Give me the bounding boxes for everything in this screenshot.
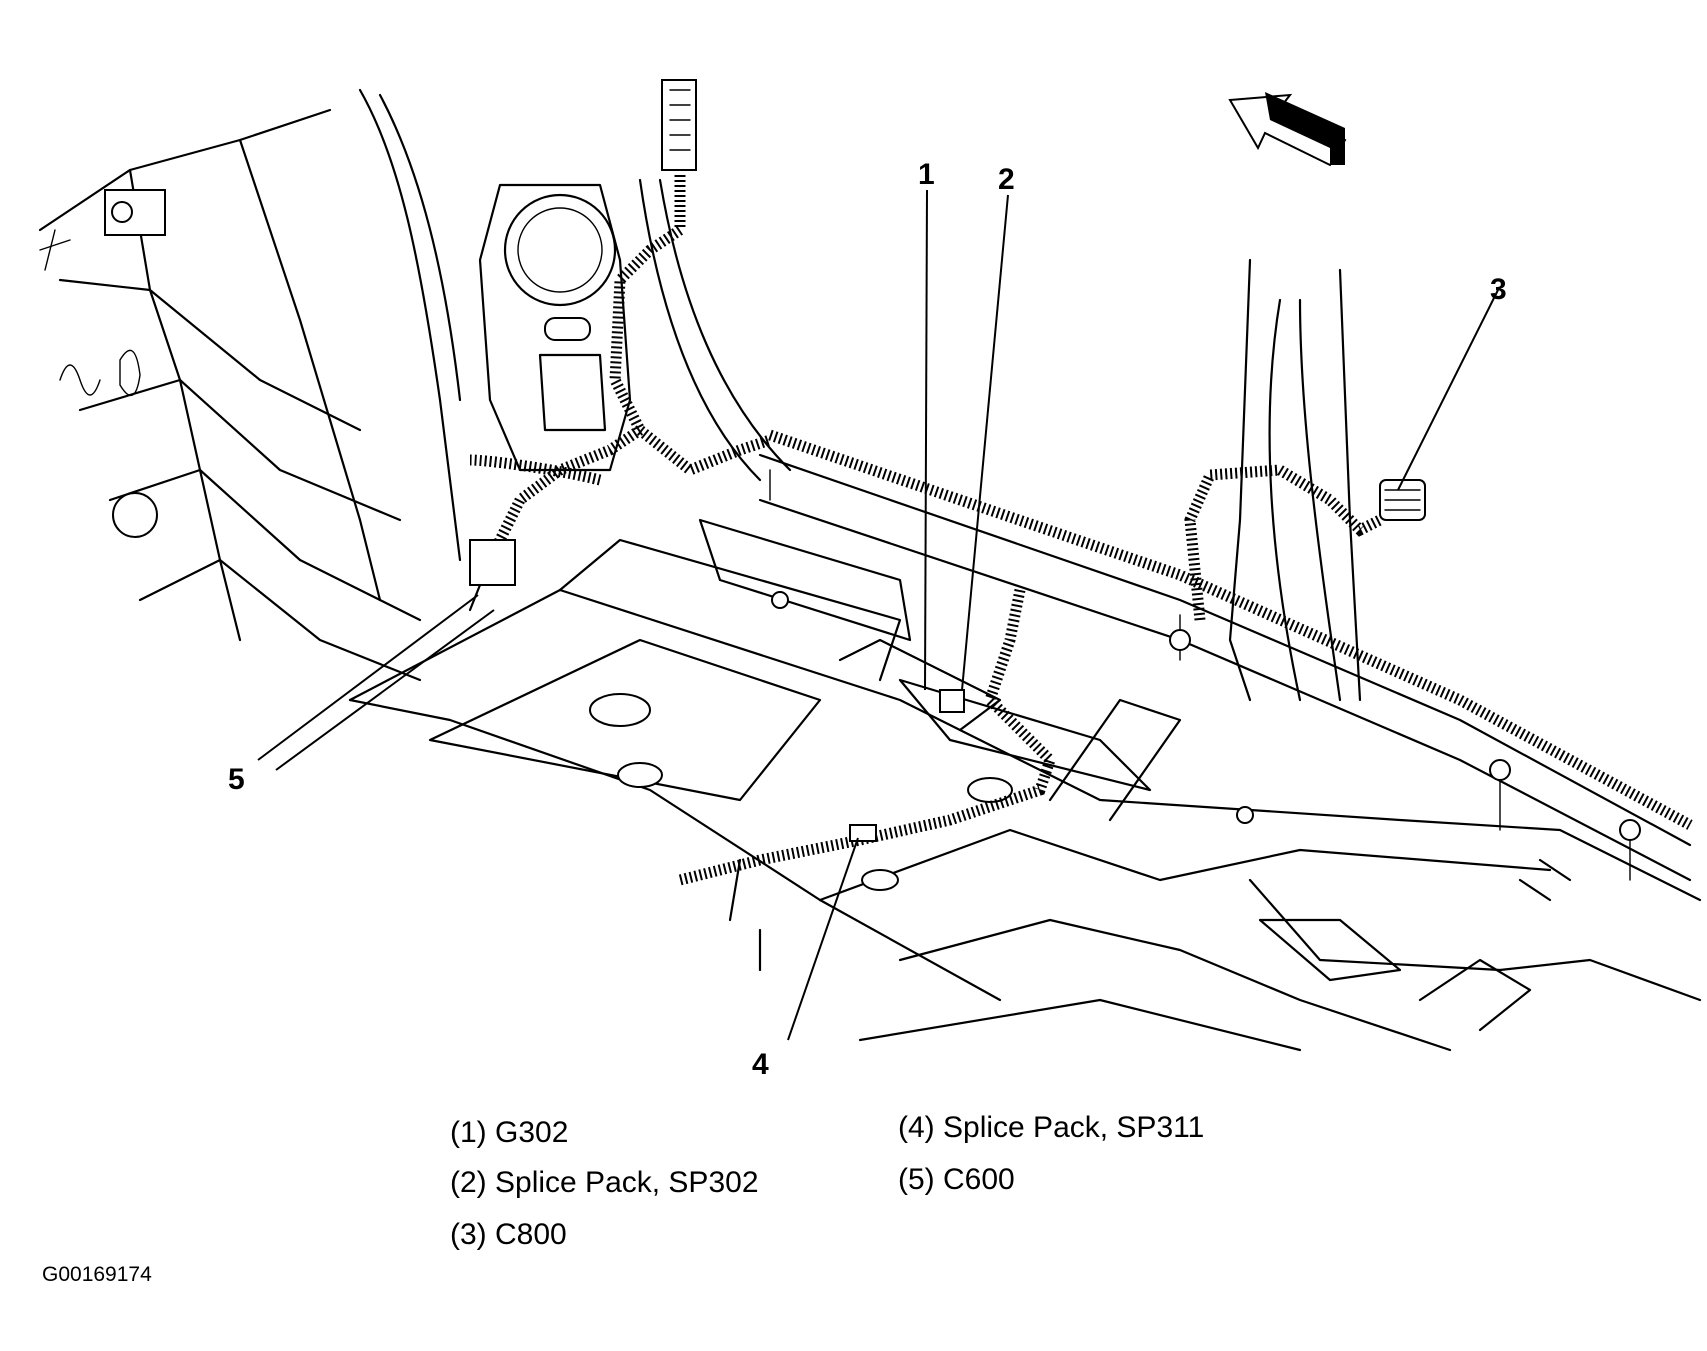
- legend-text: C800: [495, 1218, 567, 1251]
- callout-1: 1: [918, 158, 935, 191]
- callout-3: 3: [1490, 273, 1507, 306]
- legend-text: C600: [943, 1163, 1015, 1196]
- legend-number: (5): [898, 1163, 935, 1196]
- harness-left: [468, 79, 772, 612]
- forward-arrow-icon: [1228, 92, 1347, 167]
- legend-number: (3): [450, 1218, 487, 1251]
- figure-id: G00169174: [42, 1263, 152, 1286]
- legend-item-1: (1) G302: [450, 1118, 568, 1148]
- legend-text: Splice Pack, SP311: [943, 1111, 1205, 1144]
- legend-number: (4): [898, 1111, 935, 1144]
- legend-item-2: (2) Splice Pack, SP302: [450, 1168, 759, 1198]
- right-pillar: [1184, 258, 1426, 702]
- legend-number: (1): [450, 1116, 487, 1149]
- legend-number: (2): [450, 1166, 487, 1199]
- legend-item-4: (4) Splice Pack, SP311: [898, 1113, 1204, 1143]
- callout-2: 2: [998, 163, 1015, 196]
- legend-text: G302: [495, 1116, 569, 1149]
- left-body-panel: [38, 88, 462, 682]
- callout-4: 4: [752, 1048, 769, 1081]
- harness-lower: [678, 588, 1057, 972]
- callout-5: 5: [228, 763, 245, 796]
- pillar-panel: [478, 178, 792, 482]
- main-harness-rail: [758, 429, 1693, 882]
- leader-lines: [257, 189, 1499, 1041]
- floor-pan: [348, 518, 1702, 1052]
- legend-item-5: (5) C600: [898, 1165, 1015, 1195]
- legend-item-3: (3) C800: [450, 1220, 567, 1250]
- legend-text: Splice Pack, SP302: [495, 1166, 759, 1199]
